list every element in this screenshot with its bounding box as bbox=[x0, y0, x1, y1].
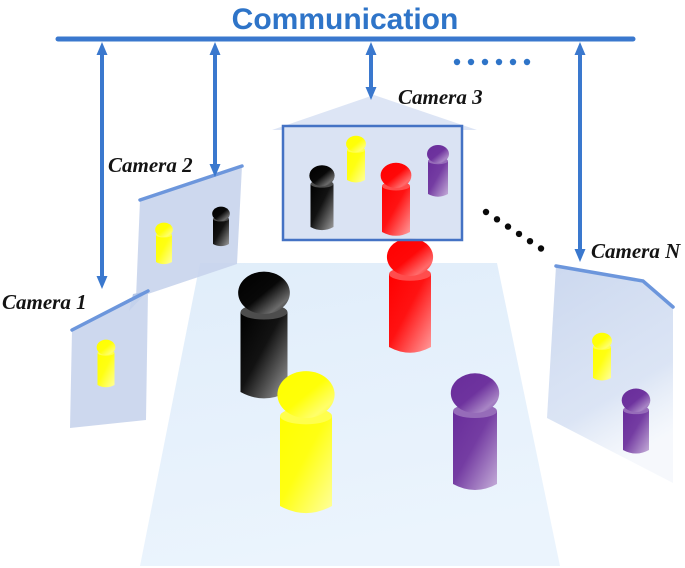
person-head bbox=[621, 388, 651, 412]
camera-1-plane-top-edge bbox=[70, 289, 150, 332]
person-body bbox=[213, 219, 229, 247]
arrowhead-up-icon bbox=[96, 42, 108, 55]
person-head bbox=[277, 371, 335, 418]
arrow-camera-n bbox=[574, 42, 586, 262]
person-body bbox=[280, 416, 332, 514]
ellipsis-dot bbox=[523, 58, 531, 66]
person-head bbox=[238, 271, 290, 315]
person-head bbox=[155, 222, 173, 237]
person-body bbox=[593, 347, 611, 381]
arrow-camera-3 bbox=[365, 42, 377, 100]
ellipsis-dot bbox=[495, 58, 503, 66]
person-head bbox=[212, 206, 230, 221]
person-body bbox=[156, 235, 172, 265]
camera-2-plane-surface bbox=[136, 166, 242, 298]
ellipsis-dot bbox=[481, 58, 489, 66]
person-black bbox=[238, 271, 290, 399]
person-head bbox=[592, 332, 612, 349]
person-body bbox=[97, 353, 115, 388]
scene-ellipsis-dots bbox=[482, 208, 545, 252]
person-body bbox=[310, 184, 334, 231]
arrow-camera-2 bbox=[209, 42, 221, 177]
arrowhead-down-icon bbox=[574, 249, 586, 262]
arrowhead-down-icon bbox=[209, 164, 221, 177]
page-title: Communication bbox=[232, 3, 459, 36]
person-yellow bbox=[277, 371, 335, 514]
arrowhead-down-icon bbox=[365, 87, 377, 100]
person-head bbox=[96, 339, 116, 355]
bus-arrows bbox=[96, 42, 586, 289]
ellipsis-dot bbox=[453, 58, 461, 66]
person-black bbox=[212, 206, 230, 247]
camera-1-label: Camera 1 bbox=[2, 290, 87, 314]
person-red bbox=[386, 238, 434, 353]
person-yellow bbox=[96, 339, 116, 388]
person-body bbox=[389, 274, 431, 353]
person-body bbox=[623, 410, 649, 454]
ellipsis-dot bbox=[504, 223, 512, 230]
camera-ellipsis-dots bbox=[453, 58, 531, 66]
ellipsis-dot bbox=[482, 208, 490, 216]
arrowhead-up-icon bbox=[365, 42, 377, 55]
person-head bbox=[386, 238, 434, 276]
person-head bbox=[346, 135, 366, 152]
person-head bbox=[380, 162, 412, 188]
people-scene bbox=[238, 238, 500, 514]
ellipsis-dot bbox=[467, 58, 475, 66]
camera-n-plane-top-edge bbox=[554, 264, 675, 309]
ellipsis-dot bbox=[526, 238, 534, 245]
person-head bbox=[427, 144, 449, 163]
person-body bbox=[428, 161, 448, 197]
ellipsis-dot bbox=[509, 58, 517, 66]
arrowhead-down-icon bbox=[96, 276, 108, 289]
person-black bbox=[309, 165, 335, 231]
people-camera-n bbox=[592, 332, 651, 454]
ellipsis-dot bbox=[515, 230, 523, 238]
arrowhead-up-icon bbox=[574, 42, 586, 55]
ellipsis-dot bbox=[537, 245, 545, 252]
arrow-camera-1 bbox=[96, 42, 108, 289]
person-head bbox=[309, 165, 335, 186]
ellipsis-dot bbox=[493, 216, 501, 223]
camera-3-label: Camera 3 bbox=[398, 85, 483, 109]
person-red bbox=[380, 162, 412, 236]
people-camera-1 bbox=[96, 339, 116, 388]
person-head bbox=[450, 373, 500, 413]
person-purple bbox=[450, 373, 500, 490]
arrowhead-up-icon bbox=[209, 42, 221, 55]
camera-2-plane-top-edge bbox=[138, 164, 244, 202]
person-yellow bbox=[155, 222, 173, 265]
person-yellow bbox=[346, 135, 366, 183]
person-body bbox=[240, 312, 288, 399]
person-purple bbox=[621, 388, 651, 454]
person-body bbox=[347, 150, 365, 183]
camera-n-label: Camera N bbox=[591, 239, 681, 263]
camera-2-label: Camera 2 bbox=[108, 153, 193, 177]
camera-2-plane bbox=[136, 164, 244, 298]
person-body bbox=[453, 411, 497, 490]
person-yellow bbox=[592, 332, 612, 381]
people-camera-2 bbox=[155, 206, 230, 265]
person-body bbox=[382, 186, 410, 236]
camera-3-frustum bbox=[272, 95, 477, 130]
person-purple bbox=[427, 144, 449, 197]
people-camera-3 bbox=[309, 135, 449, 236]
